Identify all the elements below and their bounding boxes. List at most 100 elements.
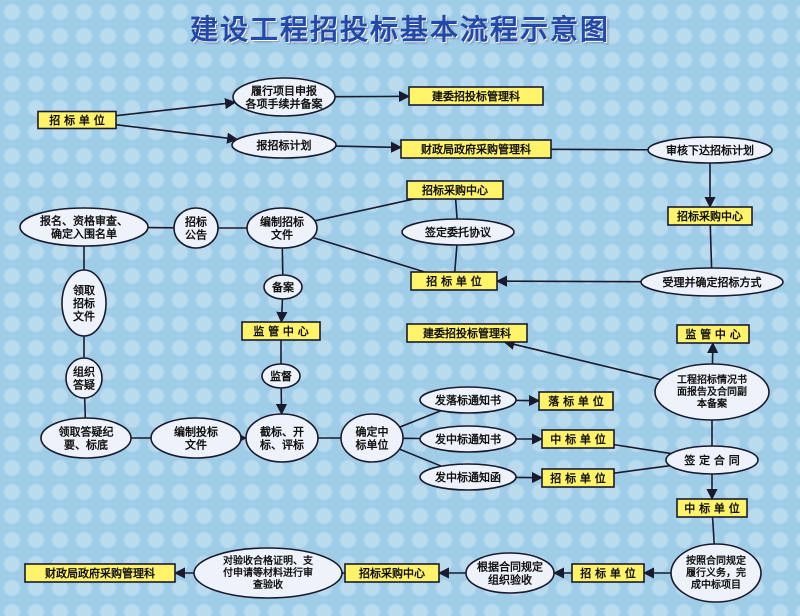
- connector-accept_method-to-tender_unit_mid: [495, 275, 642, 287]
- node-label: 招标采购中心: [359, 566, 425, 580]
- connector-tender_unit_low-to-sign_contract: [613, 464, 671, 474]
- node-label: 发中标通知书: [434, 432, 501, 446]
- connector-project_report-to-construction_committee_mid: [503, 338, 662, 381]
- node-winning-unit-mid: 中 标 单 位: [541, 429, 615, 449]
- node-sign-contract: 签 定 合 同: [665, 445, 759, 475]
- node-supervision-center-2: 监 管 中 心: [676, 324, 750, 344]
- node-label: 领取答疑纪要、标底: [58, 424, 114, 451]
- node-q-and-a: 组织答疑: [65, 357, 103, 399]
- node-finance-procurement-top: 财政局政府采购管理科: [400, 139, 552, 159]
- node-losing-unit: 落 标 单 位: [538, 391, 614, 411]
- flow-nodes: 招 标 单 位履行项目申报各项手续并备案建委招投标管理科报招标计划财政局政府采购…: [19, 77, 784, 603]
- node-construction-committee-mid: 建委招投标管理科: [406, 323, 528, 343]
- node-label: 按照合同规定履行义务，完成中标项目: [685, 554, 746, 591]
- node-label: 招 标 单 位: [550, 471, 606, 485]
- node-label: 中 标 单 位: [550, 432, 606, 446]
- node-label: 根据合同规定组织验收: [477, 559, 543, 586]
- node-registration-prequal: 报名、资格审查、确定入围名单: [19, 207, 149, 247]
- node-label: 受理并确定招标方式: [663, 275, 762, 289]
- node-finance-procurement-bottom: 财政局政府采购管理科: [24, 563, 176, 583]
- connector-sign_commission-to-procurement_center_top: [454, 198, 458, 220]
- connector-compile_tender_docs-to-procurement_center_top: [314, 198, 415, 222]
- connector-procurement_center_right-to-accept_method: [709, 224, 713, 269]
- node-label: 建委招投标管理科: [423, 326, 511, 340]
- node-compile-tender-docs: 编制招标文件: [246, 207, 318, 249]
- node-receive-tender-docs: 领取招标文件: [61, 269, 107, 337]
- node-perform-obligations: 按照合同规定履行义务，完成中标项目: [670, 543, 762, 603]
- node-sign-commission: 签定委托协议: [401, 218, 515, 246]
- connector-report_tender_plan-to-finance_procurement_top: [335, 141, 403, 153]
- node-label: 发落标通知书: [434, 393, 501, 407]
- connector-tender_unit_top-to-report_tender_plan: [115, 123, 239, 144]
- node-label: 发中标通知函: [434, 470, 501, 484]
- node-open-evaluate: 截标、开标、评标: [245, 413, 319, 463]
- connector-decide_winner-to-notice_letter: [399, 448, 442, 467]
- node-receive-qa: 领取答疑纪要、标底: [40, 417, 132, 459]
- node-procurement-center-bottom: 招标采购中心: [344, 563, 440, 583]
- node-label: 招 标 单 位: [426, 274, 482, 288]
- node-label: 落 标 单 位: [548, 394, 604, 408]
- connector-filing-to-supervision_center_1: [276, 298, 288, 324]
- connector-winning_unit_low-to-perform_obligations: [711, 516, 716, 545]
- node-notice-letter: 发中标通知函: [419, 463, 517, 491]
- node-label: 审核下达招标计划: [666, 143, 754, 157]
- node-filing: 备案: [263, 274, 303, 300]
- node-supervision-center-1: 监 管 中 心: [241, 321, 321, 341]
- node-label: 截标、开标、评标: [259, 424, 304, 451]
- node-perform-project-approval: 履行项目申报各项手续并备案: [232, 77, 336, 117]
- page-title: 建设工程招投标基本流程示意图: [189, 13, 610, 46]
- node-label: 确定中标单位: [355, 424, 389, 451]
- node-notice-winning: 发中标通知书: [419, 425, 517, 453]
- node-construction-committee-top: 建委招投标管理科: [408, 86, 544, 106]
- node-project-report: 工程招标情况书面报告及合同副本备案: [654, 363, 770, 421]
- connector-compile_tender_docs-to-tender_unit_mid: [312, 236, 426, 273]
- node-report-tender-plan: 报招标计划: [231, 131, 337, 159]
- flow-connectors: [83, 90, 719, 579]
- node-payment-review: 对验收合格证明、支付申请等材料进行审查验收: [193, 547, 343, 599]
- node-review-issue-plan: 审核下达招标计划: [647, 136, 773, 164]
- node-procurement-center-right: 招标采购中心: [667, 206, 753, 226]
- node-label: 招标公告: [185, 214, 207, 241]
- node-label: 报名、资格审查、确定入围名单: [40, 213, 128, 240]
- node-label: 对验收合格证明、支付申请等材料进行审查验收: [223, 554, 314, 591]
- node-winning-unit-low: 中 标 单 位: [676, 498, 748, 518]
- node-label: 监 管 中 心: [253, 324, 309, 338]
- node-label: 报招标计划: [257, 138, 312, 152]
- node-procurement-center-top: 招标采购中心: [406, 180, 504, 200]
- node-label: 建委招投标管理科: [432, 89, 520, 103]
- node-label: 招标采购中心: [677, 209, 743, 223]
- node-supervise: 监督: [261, 363, 301, 389]
- node-tender-unit-low: 招 标 单 位: [541, 468, 615, 488]
- node-compile-bid-docs: 编制投标文件: [150, 417, 242, 459]
- node-label: 编制招标文件: [260, 214, 304, 241]
- node-tender-notice: 招标公告: [173, 207, 219, 249]
- node-label: 财政局政府采购管理科: [420, 142, 531, 156]
- node-label: 签 定 合 同: [683, 453, 740, 467]
- node-label: 领取招标文件: [72, 283, 95, 323]
- node-tender-unit-bottom: 招 标 单 位: [571, 563, 645, 583]
- node-label: 招 标 单 位: [580, 566, 636, 580]
- node-label: 工程招标情况书面报告及合同副本备案: [677, 373, 747, 410]
- node-label: 编制投标文件: [174, 424, 218, 451]
- connector-winning_unit_mid-to-sign_contract: [613, 443, 672, 455]
- node-label: 备案: [271, 280, 295, 294]
- node-tender-unit-top: 招 标 单 位: [37, 110, 117, 130]
- node-notice-losing: 发落标通知书: [419, 386, 517, 414]
- node-label: 组织答疑: [73, 364, 95, 391]
- node-label: 招标采购中心: [422, 183, 488, 197]
- node-accept-method: 受理并确定招标方式: [640, 267, 784, 297]
- node-tender-unit-mid: 招 标 单 位: [410, 271, 498, 291]
- node-label: 签定委托协议: [424, 225, 492, 239]
- connector-q_and_a-to-receive_qa: [83, 397, 87, 419]
- node-label: 中 标 单 位: [684, 501, 740, 515]
- node-decide-winner: 确定中标单位: [340, 413, 404, 463]
- connector-tender_unit_top-to-perform_project_approval: [115, 97, 237, 117]
- node-label: 招 标 单 位: [49, 113, 105, 127]
- node-acceptance: 根据合同规定组织验收: [465, 552, 555, 594]
- node-label: 财政局政府采购管理科: [44, 566, 155, 580]
- connector-tender_unit_mid-to-sign_commission: [453, 244, 458, 273]
- connector-decide_winner-to-notice_losing: [399, 409, 442, 428]
- node-label: 监 管 中 心: [685, 327, 741, 341]
- node-label: 监督: [270, 369, 292, 383]
